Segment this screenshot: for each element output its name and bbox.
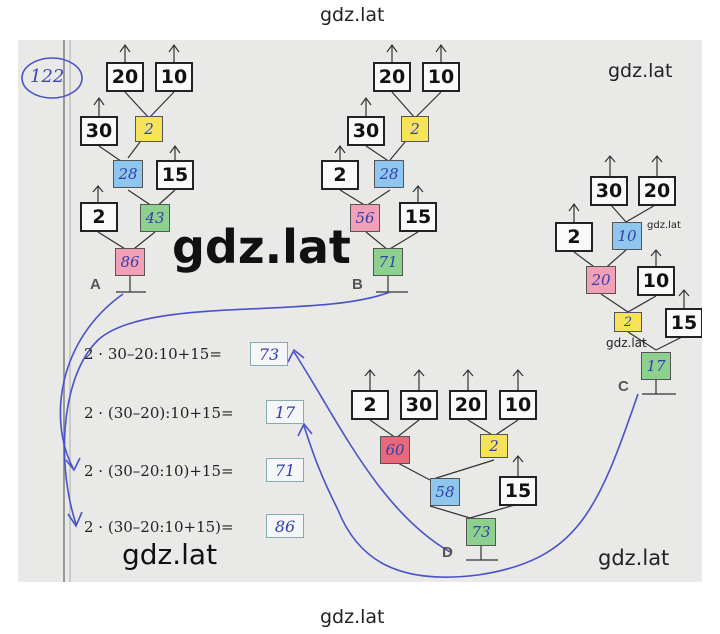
- tree-d-result-2: 2: [480, 434, 508, 458]
- tree-b-result-4: 71: [373, 248, 403, 276]
- watermark-center: gdz.lat: [172, 220, 351, 274]
- tree-c-label: C: [618, 378, 629, 395]
- tree-a-result-2: 28: [113, 160, 143, 188]
- watermark-bottom: gdz.lat: [320, 606, 385, 628]
- tree-b-number-20: 20: [373, 62, 411, 92]
- watermark-small-c: gdz.lat: [606, 336, 647, 350]
- watermark-top: gdz.lat: [320, 4, 385, 26]
- tree-c-number-30: 30: [590, 176, 628, 206]
- worksheet-photo: 122 20 10 30 2 28 15 2 43 86 A 20 10 30 …: [18, 40, 702, 582]
- tree-d-number-15: 15: [499, 476, 537, 506]
- tree-a-number-30: 30: [80, 116, 118, 146]
- tree-c-number-15: 15: [665, 308, 702, 338]
- tree-c-number-2: 2: [555, 222, 593, 252]
- tree-d-number-2: 2: [351, 390, 389, 420]
- tree-d-label: D: [442, 544, 453, 561]
- tree-c-result-3: 2: [614, 312, 642, 332]
- tree-c-result-4: 17: [641, 352, 671, 380]
- tree-b-result-2: 28: [374, 160, 404, 188]
- watermark-small-right: gdz.lat: [647, 220, 681, 231]
- watermark-lower-right: gdz.lat: [598, 546, 670, 570]
- tree-b-label: B: [352, 276, 363, 293]
- tree-b-number-15: 15: [399, 202, 437, 232]
- tree-d-number-10: 10: [499, 390, 537, 420]
- watermark-right: gdz.lat: [608, 60, 673, 82]
- tree-a-label: A: [90, 276, 101, 293]
- tree-b-number-10: 10: [422, 62, 460, 92]
- tree-a-result-1: 2: [135, 116, 163, 142]
- tree-c-result-1: 10: [612, 222, 642, 250]
- tree-d-result-4: 73: [466, 518, 496, 546]
- tree-a-number-10: 10: [155, 62, 193, 92]
- expression-3-answer: 71: [266, 458, 304, 482]
- tree-a-number-2: 2: [80, 202, 118, 232]
- tree-b-result-3: 56: [350, 204, 380, 232]
- tree-a-result-3: 43: [140, 204, 170, 232]
- tree-d-number-20: 20: [449, 390, 487, 420]
- tree-b-result-1: 2: [401, 116, 429, 142]
- tree-b-number-2: 2: [321, 160, 359, 190]
- tree-c-number-10: 10: [637, 266, 675, 296]
- tree-a-number-15: 15: [156, 160, 194, 190]
- tree-c-number-20: 20: [638, 176, 676, 206]
- expression-1: 2 · 30–20:10+15=: [84, 345, 222, 363]
- tree-d-result-1: 60: [380, 436, 410, 464]
- tree-a-result-4: 86: [115, 248, 145, 276]
- watermark-lower-left: gdz.lat: [122, 538, 218, 571]
- tree-c-result-2: 20: [586, 266, 616, 294]
- expression-4: 2 · (30–20:10+15)=: [84, 518, 234, 536]
- expression-1-answer: 73: [250, 342, 288, 366]
- tree-b-number-30: 30: [347, 116, 385, 146]
- expression-2: 2 · (30–20):10+15=: [84, 404, 234, 422]
- expression-2-answer: 17: [266, 400, 304, 424]
- expression-3: 2 · (30–20:10)+15=: [84, 462, 234, 480]
- tree-a-number-20: 20: [106, 62, 144, 92]
- exercise-number: 122: [30, 66, 65, 87]
- expression-4-answer: 86: [266, 514, 304, 538]
- tree-d-number-30: 30: [400, 390, 438, 420]
- tree-d-result-3: 58: [430, 478, 460, 506]
